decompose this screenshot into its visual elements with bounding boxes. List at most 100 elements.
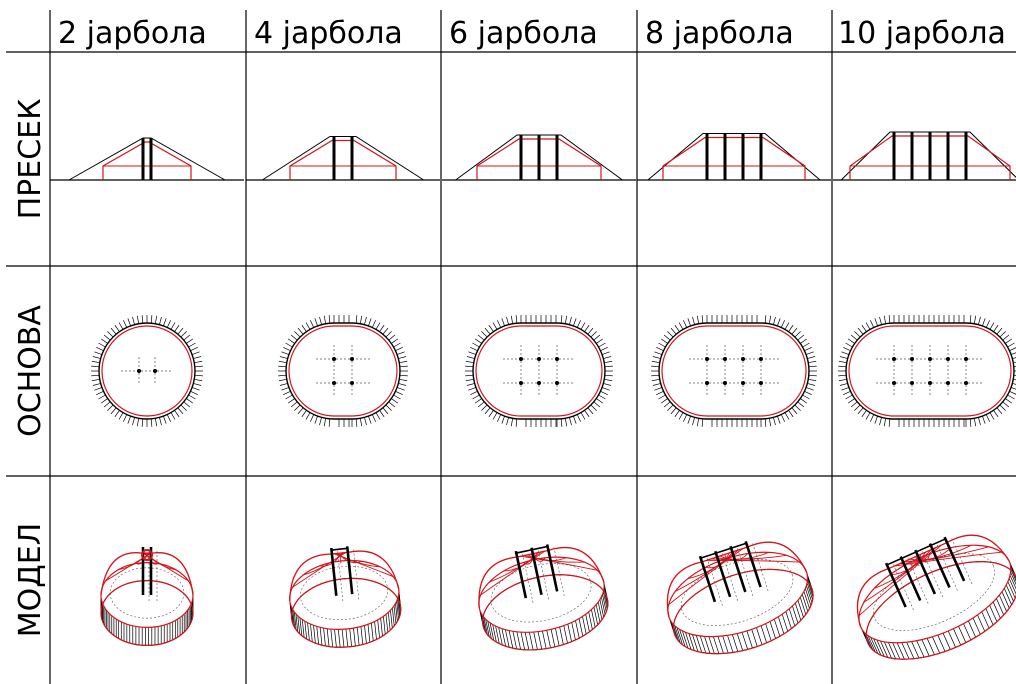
peg-line: [696, 315, 700, 324]
mast-guide: [522, 553, 534, 603]
skirt-line: [542, 630, 547, 649]
skirt-line: [310, 623, 313, 642]
peg-line: [396, 351, 405, 355]
ridge-beam: [700, 542, 747, 559]
peg-line: [670, 327, 677, 335]
skirt-line: [880, 640, 889, 658]
table-grid: [6, 10, 1016, 684]
peg-line: [132, 417, 135, 426]
mast: [329, 547, 338, 596]
peg-line: [857, 327, 864, 335]
peg-line: [297, 407, 304, 415]
skirt-line: [1009, 575, 1016, 592]
peg-line: [100, 338, 108, 344]
mast: [914, 549, 937, 595]
section-drawing: [637, 133, 831, 181]
peg-line: [651, 378, 660, 382]
peg-line: [652, 383, 661, 386]
plan-drawing: [838, 315, 1016, 427]
mast: [530, 547, 543, 596]
peg-line: [488, 324, 494, 332]
skirt-line: [319, 627, 323, 646]
skirt-line: [559, 626, 564, 645]
peg-line: [388, 401, 396, 408]
peg-line: [294, 404, 301, 411]
peg-line: [850, 334, 858, 341]
skirt-line: [727, 635, 734, 653]
skirt-line: [731, 634, 739, 652]
skirt-line: [593, 607, 599, 625]
peg-line: [188, 342, 196, 348]
plan-outline: [472, 322, 606, 420]
skirt-line: [806, 585, 813, 603]
peg-line: [841, 351, 850, 355]
peg-line: [297, 327, 304, 335]
peg-line: [474, 338, 482, 344]
peg-line: [279, 356, 288, 359]
peg-line: [319, 316, 322, 325]
peg-line: [590, 404, 597, 411]
mast-point: [910, 381, 914, 385]
model-body: [478, 544, 609, 651]
peg-line: [564, 418, 568, 427]
mast: [899, 556, 922, 601]
peg-line: [870, 414, 875, 422]
peg-line: [382, 327, 389, 335]
skirt-line: [870, 637, 879, 654]
peg-line: [287, 338, 295, 344]
plan-outline: [658, 322, 810, 420]
peg-line: [888, 418, 891, 427]
peg-line: [596, 398, 604, 404]
peg-line: [598, 394, 606, 400]
peg-line: [159, 316, 162, 325]
peg-line: [364, 417, 367, 426]
peg-line: [103, 334, 111, 341]
peg-line: [692, 316, 695, 325]
peg-line: [596, 338, 604, 344]
peg-line: [174, 324, 180, 332]
peg-line: [580, 412, 586, 420]
peg-line: [281, 387, 290, 391]
peg-line: [470, 390, 478, 395]
peg-line: [1005, 398, 1013, 404]
peg-line: [764, 315, 767, 324]
peg-line: [808, 378, 817, 382]
mast: [928, 543, 951, 588]
peg-line: [982, 318, 986, 327]
peg-line: [658, 342, 666, 348]
skirt-line: [555, 628, 560, 646]
peg-line: [163, 318, 167, 327]
peg-line: [193, 383, 202, 386]
skirt-line: [682, 630, 689, 649]
peg-line: [584, 410, 590, 418]
peg-line: [515, 315, 518, 324]
peg-line: [183, 401, 191, 408]
model-body: [856, 534, 1016, 660]
peg-line: [590, 331, 597, 338]
mast-guide: [553, 547, 565, 597]
mast-point: [350, 381, 354, 385]
peg-line: [654, 351, 663, 355]
floor-guide: [680, 559, 794, 626]
skirt-line: [367, 624, 371, 643]
peg-line: [883, 315, 887, 324]
peg-line: [290, 334, 298, 341]
mast-guide: [951, 538, 973, 585]
peg-line: [839, 383, 848, 386]
skirt-line: [756, 627, 763, 645]
peg-line: [678, 322, 684, 330]
peg-line: [170, 322, 176, 330]
peg-line: [701, 418, 704, 427]
peg-line: [791, 407, 798, 415]
ridge-beam: [516, 545, 548, 554]
roof-rib: [105, 552, 152, 582]
peg-line: [600, 390, 608, 395]
mast-point: [741, 357, 745, 361]
skirt-hatching: [478, 581, 609, 650]
skirt-line: [947, 630, 956, 648]
peg-line: [107, 331, 114, 338]
skirt-line: [585, 614, 590, 632]
peg-line: [154, 418, 158, 427]
skirt-line: [926, 638, 935, 655]
peg-line: [136, 315, 140, 324]
